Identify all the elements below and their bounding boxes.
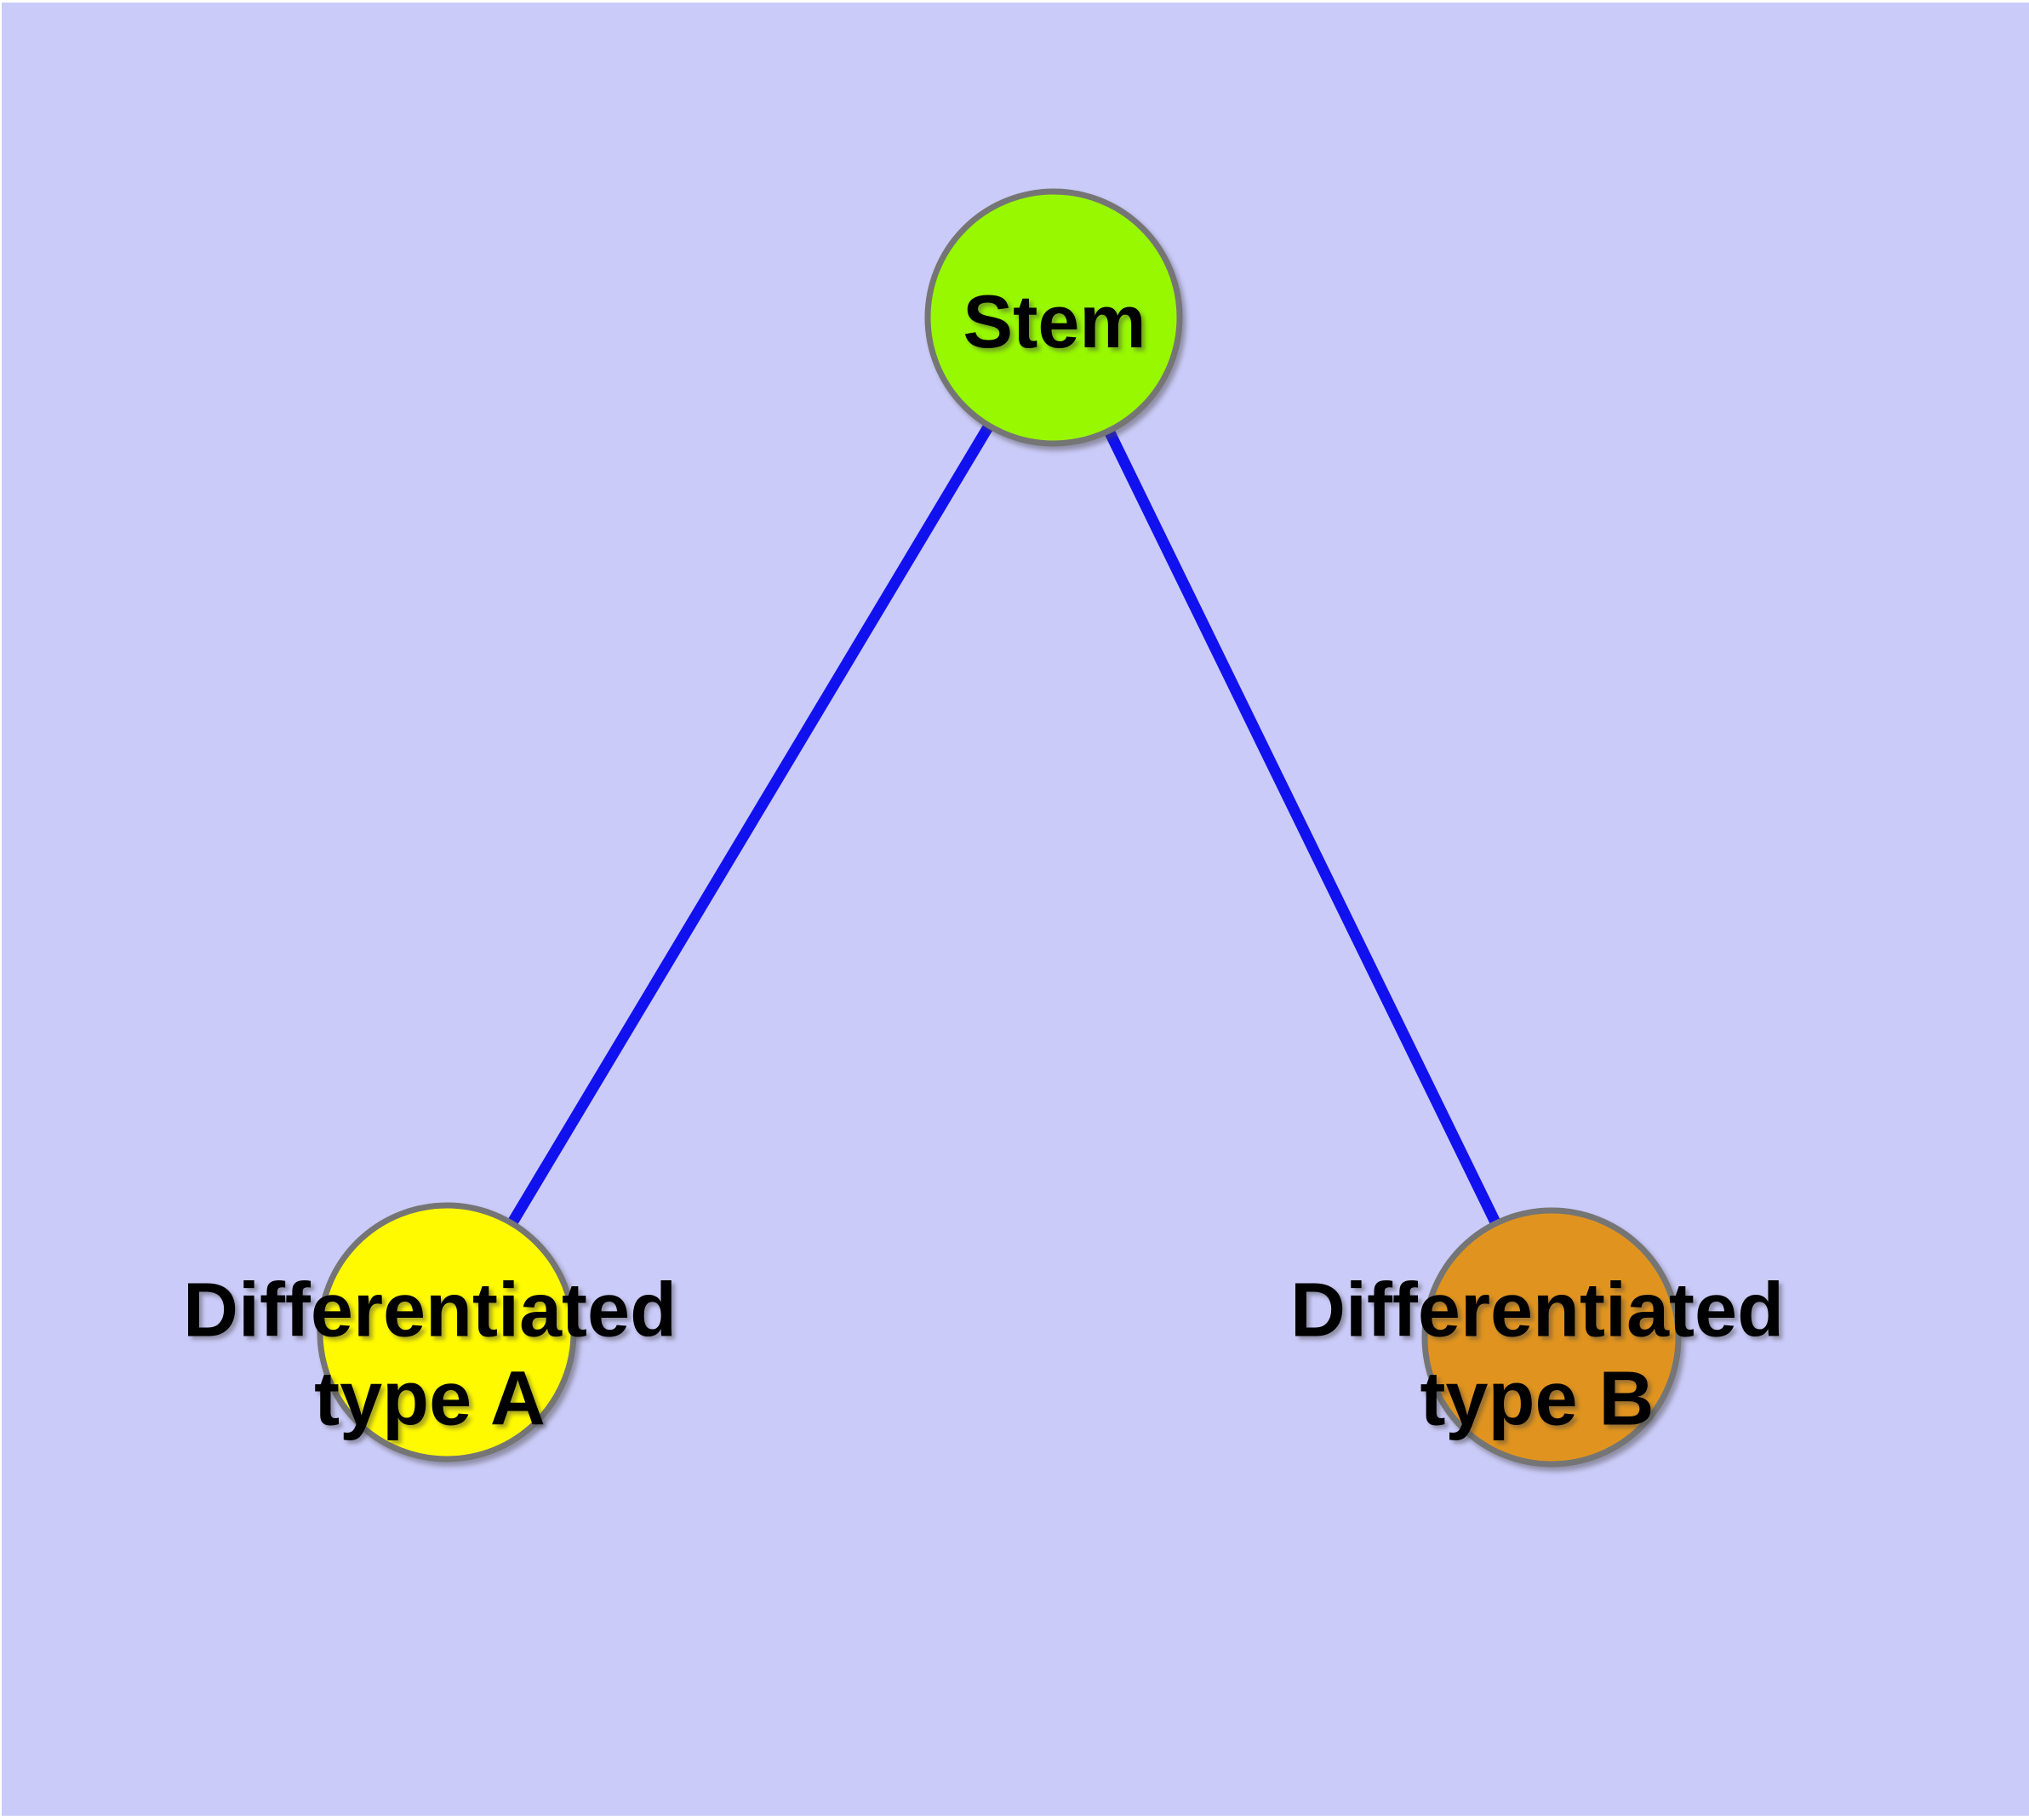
node-type-a-label-line1: Differentiated [182,1268,677,1354]
edge-stem-to-type-b [1049,315,1557,1340]
node-type-a-label-line2: type A [314,1357,546,1442]
node-type-b-circle [1421,1207,1682,1468]
node-type-b-label: Differentiated type B [1290,1267,1784,1445]
node-type-b-label-line2: type B [1420,1357,1655,1442]
node-stem-label: Stem [963,278,1146,363]
node-type-b-label-line1: Differentiated [1289,1268,1785,1354]
node-stem-circle [924,188,1183,447]
edge-stem-to-type-a [442,314,1059,1336]
node-type-a-circle [317,1202,577,1462]
node-type-a-label: Differentiated type A [183,1267,677,1445]
